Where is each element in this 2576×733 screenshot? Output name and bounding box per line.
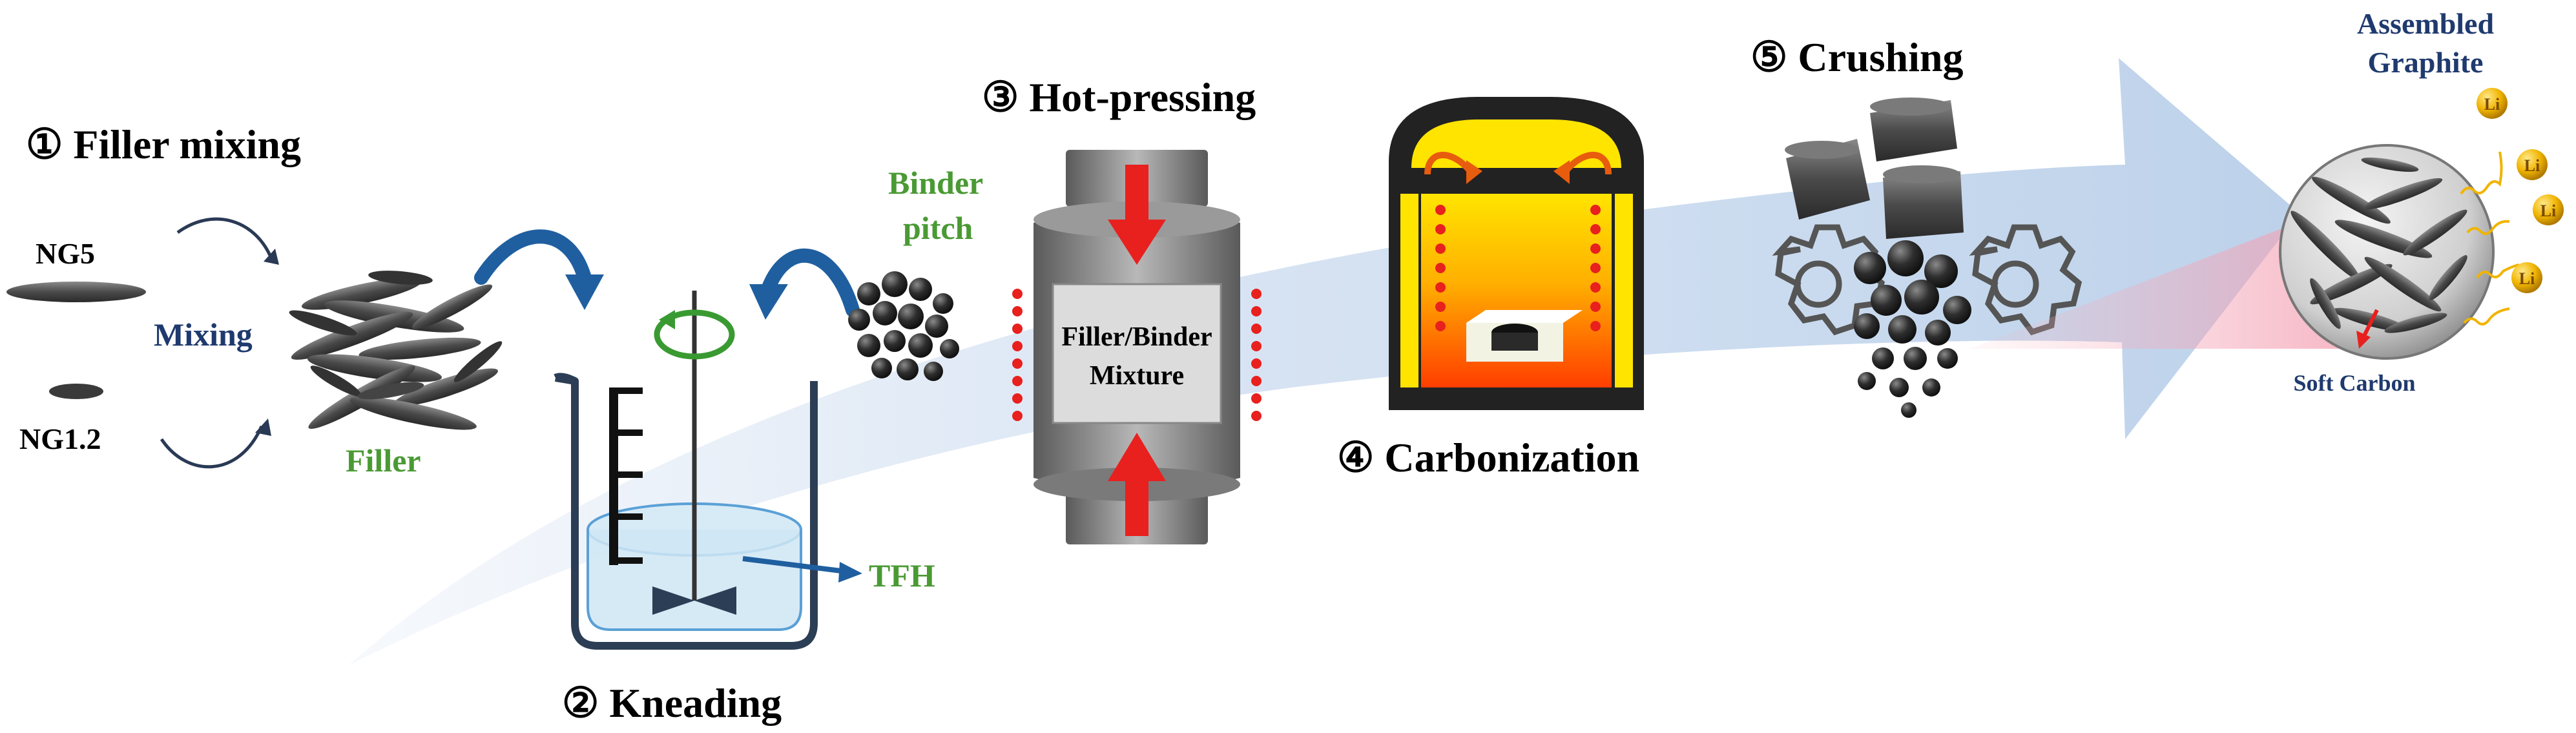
crucible (1466, 310, 1583, 362)
mixing-arrow-top (176, 217, 273, 259)
svg-text:Li: Li (2519, 269, 2535, 288)
ng5-flake (6, 282, 146, 302)
li-ion-icon: Li (2511, 262, 2542, 293)
press-arrow-icon (1108, 165, 1166, 536)
binder-pitch-particles (848, 271, 959, 381)
li-paths (2460, 151, 2520, 325)
crushed-blocks (1785, 98, 1964, 239)
svg-text:Li: Li (2540, 201, 2557, 220)
tfh-arrow (742, 556, 847, 574)
mixture-label-line1: Filler/Binder (1061, 322, 1212, 352)
li-ion-icon: Li (2533, 194, 2564, 225)
svg-text:Li: Li (2524, 156, 2540, 175)
furnace-heater-dots (1435, 205, 1601, 331)
li-ion-icon: Li (2517, 149, 2548, 180)
assembled-label-line2: Graphite (2368, 46, 2484, 79)
soft-carbon-label: Soft Carbon (2293, 370, 2415, 396)
heat-arrow-icon (1424, 152, 1612, 177)
gear-icon (1772, 224, 1885, 336)
li-ion-icon: Li (2477, 88, 2508, 119)
tfh-label: TFH (869, 557, 935, 594)
ng12-label: NG1.2 (19, 422, 101, 455)
crushed-particles (1854, 240, 1971, 418)
circular-arrow-icon (654, 309, 735, 360)
mixture-label-line2: Mixture (1090, 361, 1184, 391)
furnace (1389, 97, 1644, 410)
mixing-arrow-bottom (160, 425, 264, 469)
assembled-label-line1: Assembled (2357, 7, 2495, 40)
ng5-label: NG5 (36, 237, 95, 270)
heater-dots-left (1012, 289, 1023, 421)
soft-carbon-arrow (2362, 309, 2379, 337)
kneading-beaker (554, 291, 818, 650)
heater-dots-right (1251, 289, 1262, 421)
assembled-graphite-sphere (2279, 144, 2495, 360)
gear-icon (1969, 224, 2083, 336)
filler-to-kneading-arrow (474, 229, 592, 285)
ng12-flake (49, 384, 103, 399)
svg-text:Li: Li (2484, 95, 2500, 114)
mixing-label: Mixing (154, 316, 253, 353)
binder-label-line1: Binder (888, 165, 983, 201)
binder-label-line2: pitch (903, 210, 973, 246)
binder-to-kneading-arrow (762, 248, 860, 317)
filler-flakes (289, 271, 503, 430)
filler-label: Filler (346, 442, 421, 479)
zoom-cone (1970, 207, 2364, 349)
